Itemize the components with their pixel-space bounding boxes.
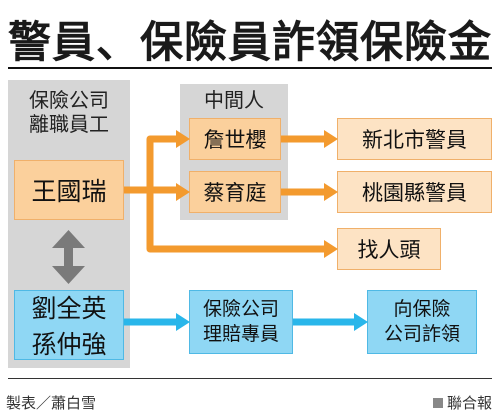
wang-guorui-box: 王國瑞 (14, 160, 124, 220)
insurer-staff-label-line2: 離職員工 (29, 112, 109, 136)
footer-rule (8, 378, 492, 379)
arrowhead-cai (176, 183, 190, 201)
arrow-wang-to-figurehead (146, 190, 326, 253)
credit-text: 製表／蕭白雪 (6, 394, 97, 412)
zhan-shiying-box: 詹世櫻 (189, 118, 281, 160)
arrowhead-fraud (354, 313, 368, 331)
liu-sun-box: 劉全英 孫仲強 (14, 290, 124, 360)
arrowhead-taoyuan (324, 183, 338, 201)
insurance-fraud-box: 向保險 公司詐領 (367, 290, 477, 354)
arrowhead-new-taipei (324, 130, 338, 148)
claims-adjuster-line2: 理賠專員 (202, 323, 279, 345)
claims-adjuster-line1: 保險公司 (202, 298, 279, 320)
page-title: 警員、保險員詐領保險金 (8, 18, 492, 68)
taoyuan-police-box: 桃園縣警員 (337, 171, 492, 213)
source-text: 聯合報 (446, 394, 492, 412)
double-arrow-shaft (64, 244, 73, 270)
arrowhead-adjuster (176, 313, 190, 331)
arrowhead-zhan (176, 130, 190, 148)
orange-arrows (124, 130, 338, 258)
new-taipei-police-box: 新北市警員 (337, 118, 492, 160)
insurer-staff-label: 保險公司 離職員工 (8, 88, 130, 136)
arrow-wang-to-zhan (124, 135, 178, 194)
title-rule (8, 67, 492, 69)
sun-zhongqiang-label: 孫仲強 (31, 330, 107, 359)
arrowhead-figurehead (324, 240, 338, 258)
source-label: 聯合報 (432, 392, 492, 413)
square-icon (432, 397, 443, 408)
find-figurehead-box: 找人頭 (337, 228, 441, 270)
insurance-fraud-line1: 向保險 (393, 298, 451, 320)
insurance-fraud-line2: 公司詐領 (383, 323, 460, 345)
cai-yuting-box: 蔡育庭 (189, 171, 281, 213)
double-arrow-head-up (52, 230, 85, 248)
blue-arrows (124, 313, 368, 331)
double-arrow-head-down (52, 266, 85, 284)
liu-quanying-label: 劉全英 (31, 294, 107, 323)
insurer-staff-label-line1: 保險公司 (29, 88, 109, 112)
intermediary-label: 中間人 (204, 88, 264, 112)
vertical-double-arrow (52, 230, 85, 284)
